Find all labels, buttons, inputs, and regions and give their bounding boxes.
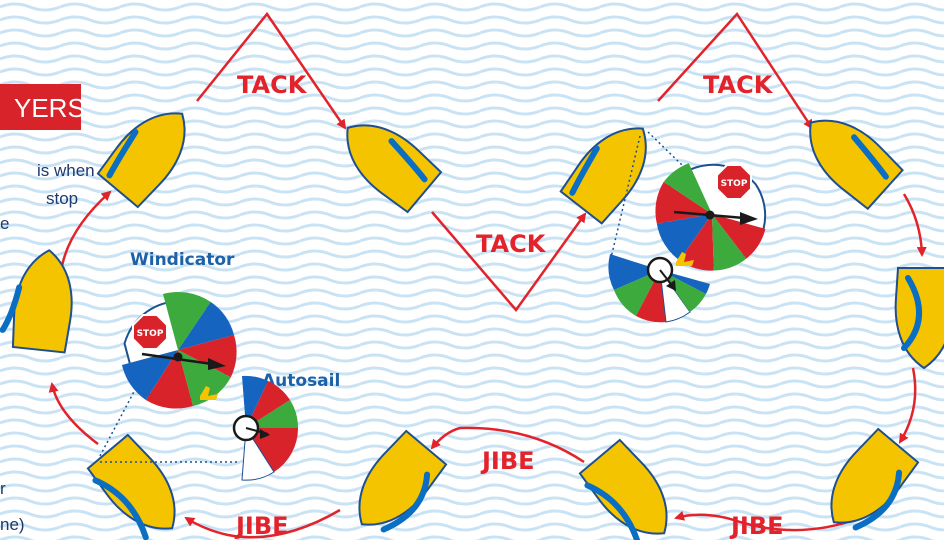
jibe-label-2: JIBE xyxy=(480,447,535,475)
side-text-line-1: is when xyxy=(37,161,95,180)
windicator-title: Windicator xyxy=(130,250,235,270)
stop-sign-text-right: STOP xyxy=(721,179,748,189)
jibe-label-1: JIBE xyxy=(234,512,289,540)
tack-label-2: TACK xyxy=(476,230,547,258)
banner-text: YERS xyxy=(14,93,85,123)
tack-label-1: TACK xyxy=(237,71,308,99)
stop-sign-icon: STOP xyxy=(717,165,751,199)
tack-label-3: TACK xyxy=(703,71,774,99)
side-text-line-2: stop xyxy=(46,189,78,208)
stop-sign-text: STOP xyxy=(137,329,164,339)
side-text-line-4: r xyxy=(0,479,6,498)
side-text-line-3: e xyxy=(0,214,9,233)
stop-sign-icon: STOP xyxy=(133,315,167,349)
jibe-label-3: JIBE xyxy=(729,512,784,540)
side-text-line-5: ne) xyxy=(0,515,25,534)
title-banner: YERS xyxy=(0,84,85,130)
